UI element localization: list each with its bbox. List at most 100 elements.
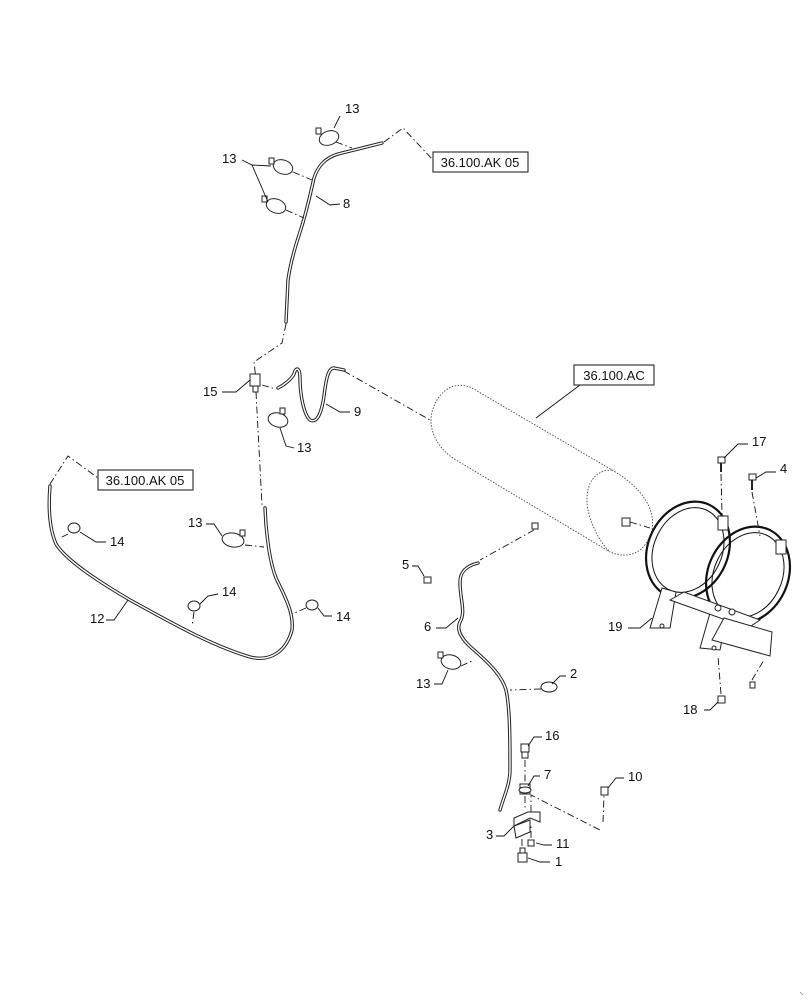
hose-8: [284, 141, 384, 324]
bolt-10: [600, 786, 609, 796]
leader-10: [607, 777, 624, 789]
callout-13: 13: [345, 101, 359, 116]
dash-bracket3-to-bolt10: [530, 794, 601, 831]
dash-clamp13-mid: [292, 171, 313, 181]
clamp-13-hose12: [221, 529, 246, 548]
clamp-13-hose9: [267, 407, 289, 428]
tank-bracket-19: [644, 500, 792, 657]
plug-5: [423, 576, 432, 584]
bolt-17: [717, 456, 726, 472]
dash-nut18: [717, 655, 722, 695]
dash-clamp13-top: [335, 141, 353, 149]
leader-9: [325, 403, 350, 413]
dash-clamp13-low: [285, 209, 305, 219]
nut-18: [717, 695, 726, 704]
clamp-14-b: [187, 600, 201, 612]
ref-label-tank: 36.100.AC: [583, 368, 644, 383]
callout-9: 9: [354, 404, 361, 419]
corner-mark: [799, 991, 804, 996]
callout-16: 16: [545, 728, 559, 743]
leader-8: [315, 195, 341, 206]
callout-7: 7: [544, 767, 551, 782]
ref-box-left[interactable]: 36.100.AK 05: [97, 469, 194, 491]
dash-clamp14-a: [59, 533, 69, 539]
hose-9: [276, 366, 346, 423]
bracket-3: [513, 811, 541, 839]
ref-label-top: 36.100.AK 05: [441, 155, 520, 170]
leader-13e: [434, 669, 449, 685]
leader-15: [222, 379, 251, 393]
callout-10: 10: [628, 769, 642, 784]
dash-tank-to-hose6: [479, 529, 535, 561]
ref-box-top[interactable]: 36.100.AK 05: [432, 151, 529, 173]
clamp-13-hose6: [437, 651, 462, 670]
nut-18-b: [749, 681, 756, 689]
callout-14: 14: [110, 534, 124, 549]
dash-clamp14-b: [191, 611, 195, 627]
callout-4: 4: [780, 461, 787, 476]
leader-14b: [199, 593, 219, 605]
leader-7: [527, 775, 540, 787]
callout-15: 15: [203, 384, 217, 399]
callout-13: 13: [297, 440, 311, 455]
dash-hose8-to-ref: [383, 127, 434, 161]
clamp-13-mid: [268, 157, 294, 175]
callout-17: 17: [752, 434, 766, 449]
hose-12: [47, 484, 294, 660]
leader-13b: [241, 159, 272, 203]
callout-14: 14: [336, 609, 350, 624]
leader-14c: [317, 607, 332, 617]
callout-6: 6: [424, 619, 431, 634]
leader-17: [723, 443, 748, 459]
fitting-1: [517, 847, 528, 863]
clamp-14-a: [67, 522, 81, 534]
leader-1: [527, 857, 550, 863]
clamp-14-c: [305, 599, 319, 611]
callout-13: 13: [188, 515, 202, 530]
clamp-13-top: [315, 127, 340, 146]
callout-13: 13: [416, 676, 430, 691]
bolt-4: [748, 473, 757, 490]
dash-fitting15-to-hose12: [255, 391, 263, 506]
leader-13d: [206, 523, 223, 537]
callout-12: 12: [90, 611, 104, 626]
ref-label-left: 36.100.AK 05: [106, 473, 185, 488]
air-tank: [430, 384, 654, 556]
leader-4: [755, 471, 776, 479]
leader-3: [496, 825, 515, 837]
leader-18: [704, 701, 719, 711]
dash-bolt17: [720, 473, 723, 515]
clamp-13-low: [261, 195, 287, 214]
leader-5: [412, 565, 425, 577]
clamp-2: [540, 681, 558, 693]
ref-box-tank[interactable]: 36.100.AC: [573, 364, 655, 386]
leader-19: [628, 617, 653, 629]
dash-clamp13-hose6: [460, 659, 475, 667]
fitting-7: [518, 783, 532, 795]
dash-hose12-to-ref: [49, 455, 99, 485]
leader-ref-tank: [535, 384, 581, 419]
leader-13c: [279, 427, 295, 449]
leader-11: [535, 842, 552, 846]
leader-14a: [79, 531, 106, 543]
callout-2: 2: [570, 666, 577, 681]
callout-5: 5: [402, 557, 409, 572]
fitting-16: [520, 743, 530, 759]
callout-1: 1: [555, 854, 562, 869]
leader-13a: [333, 115, 341, 129]
leader-12: [106, 599, 129, 621]
dash-tank-outlet: [629, 521, 651, 529]
callouts: 13 13 8 15 9 13 13 14 14 14 12 17 4 19 1…: [79, 101, 787, 869]
dash-fitting15-hose9: [261, 384, 277, 390]
dash-bolt10: [602, 795, 605, 823]
leader-6: [436, 617, 459, 629]
callout-19: 19: [608, 619, 622, 634]
callout-11: 11: [556, 836, 570, 851]
dash-clamp2: [509, 688, 542, 691]
dash-bolt4: [751, 491, 761, 537]
callout-14: 14: [222, 584, 236, 599]
dash-hose9-to-tank: [343, 370, 431, 421]
fitting-15: [249, 373, 261, 393]
leader-16: [527, 736, 542, 747]
